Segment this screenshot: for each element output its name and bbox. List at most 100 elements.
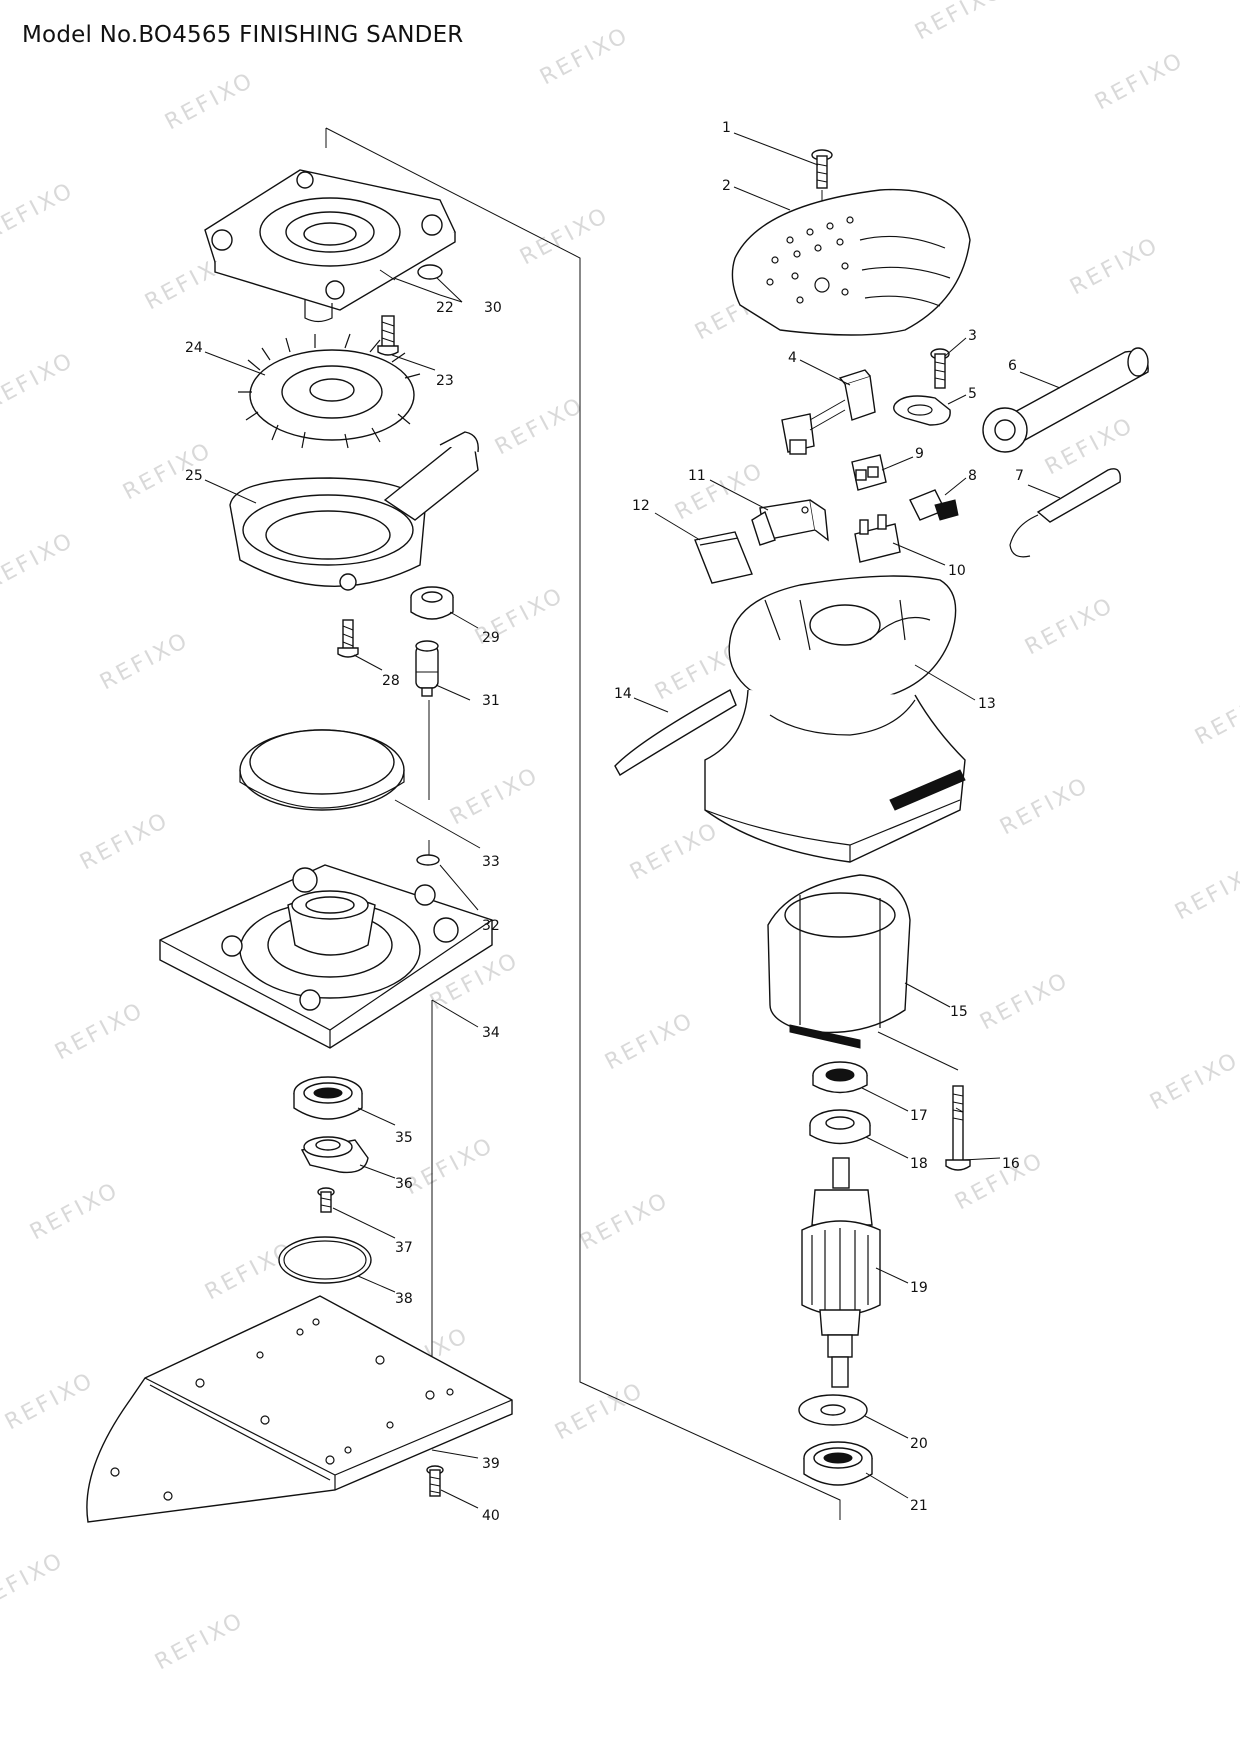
part-number: 38 xyxy=(395,1291,413,1307)
part-number: 9 xyxy=(915,446,924,462)
part-number: 6 xyxy=(1008,358,1017,374)
watermark: REFIXO xyxy=(51,998,149,1066)
part-40-screw xyxy=(426,1465,444,1497)
watermark: REFIXO xyxy=(1021,593,1119,661)
part-number: 32 xyxy=(482,918,500,934)
part-32-ring xyxy=(416,854,440,866)
part-number: 31 xyxy=(482,693,500,709)
page-title: Model No.BO4565 FINISHING SANDER xyxy=(22,22,464,48)
part-number: 22 xyxy=(436,300,454,316)
part-38-o-ring-inner xyxy=(283,1240,367,1280)
part-number: 13 xyxy=(978,696,996,712)
part-number: 8 xyxy=(968,468,977,484)
part-18-insulation-washer xyxy=(809,1109,871,1145)
watermark: REFIXO xyxy=(551,1378,649,1446)
part-number: 35 xyxy=(395,1130,413,1146)
watermark: REFIXO xyxy=(0,528,79,596)
part-9-brush-holder xyxy=(851,454,887,491)
assembly-frame-lines xyxy=(325,127,841,1520)
part-number: 40 xyxy=(482,1508,500,1524)
watermark: REFIXO xyxy=(1091,48,1189,116)
watermark: REFIXO xyxy=(976,968,1074,1036)
part-15-field xyxy=(767,874,911,1049)
part-number: 14 xyxy=(614,686,632,702)
part-number: 29 xyxy=(482,630,500,646)
part-11-switch xyxy=(751,499,829,546)
part-14-cord-guard xyxy=(614,689,737,776)
part-13-motor-housing xyxy=(704,575,966,863)
part-number: 16 xyxy=(1002,1156,1020,1172)
part-25-fan-housing xyxy=(229,431,479,591)
part-number: 37 xyxy=(395,1240,413,1256)
watermark: REFIXO xyxy=(576,1188,674,1256)
watermark: REFIXO xyxy=(626,818,724,886)
part-24-fan xyxy=(238,333,421,449)
watermark: REFIXO xyxy=(491,393,589,461)
watermark: REFIXO xyxy=(0,178,79,246)
part-number: 28 xyxy=(382,673,400,689)
part-30-o-ring xyxy=(417,264,443,280)
part-35-bearing xyxy=(293,1076,363,1120)
part-number: 2 xyxy=(722,178,731,194)
part-number: 36 xyxy=(395,1176,413,1192)
watermark: REFIXO xyxy=(911,0,1009,45)
watermark: REFIXO xyxy=(151,1608,249,1676)
watermark: REFIXO xyxy=(161,68,259,136)
part-37-screw xyxy=(317,1187,335,1213)
watermark: REFIXO xyxy=(0,1548,69,1616)
part-number: 34 xyxy=(482,1025,500,1041)
part-31-weight xyxy=(415,640,439,697)
watermark: REFIXO xyxy=(401,1133,499,1201)
part-3-screw xyxy=(930,348,950,389)
part-36-eccentric xyxy=(300,1136,369,1174)
part-8-carbon-brush xyxy=(909,489,959,521)
watermark: REFIXO xyxy=(996,773,1094,841)
part-28-screw xyxy=(337,619,359,658)
part-number: 33 xyxy=(482,854,500,870)
part-number: 19 xyxy=(910,1280,928,1296)
part-number: 12 xyxy=(632,498,650,514)
part-number: 1 xyxy=(722,120,731,136)
part-numbers: 1 2 3 4 5 6 7 8 9 10 11 12 13 14 15 16 1… xyxy=(185,120,1024,1524)
part-20-washer xyxy=(798,1394,868,1426)
watermark: REFIXO xyxy=(26,1178,124,1246)
part-22-bracket xyxy=(204,169,456,323)
part-38-o-ring xyxy=(278,1236,372,1284)
watermark: REFIXO xyxy=(671,458,769,526)
part-number: 7 xyxy=(1015,468,1024,484)
part-number: 15 xyxy=(950,1004,968,1020)
part-4-noise-suppressor xyxy=(781,369,876,455)
part-34-base-plate xyxy=(159,864,493,1049)
watermark: REFIXO xyxy=(1066,233,1164,301)
watermark: REFIXO xyxy=(0,348,79,416)
part-number: 23 xyxy=(436,373,454,389)
part-21-bearing xyxy=(803,1441,873,1486)
watermark: REFIXO xyxy=(1191,683,1240,751)
part-number: 39 xyxy=(482,1456,500,1472)
watermark: REFIXO xyxy=(76,808,174,876)
part-17-bearing xyxy=(812,1061,868,1094)
watermark: REFIXO xyxy=(536,23,634,91)
part-6-handle xyxy=(982,347,1149,453)
part-number: 20 xyxy=(910,1436,928,1452)
part-19-armature xyxy=(801,1157,881,1388)
part-number: 5 xyxy=(968,386,977,402)
part-number: 21 xyxy=(910,1498,928,1514)
part-number: 25 xyxy=(185,468,203,484)
part-12-switch-lever xyxy=(694,531,753,584)
part-number: 10 xyxy=(948,563,966,579)
part-29-bushing xyxy=(410,586,454,620)
part-number: 24 xyxy=(185,340,203,356)
part-10-terminal xyxy=(854,514,901,563)
part-number: 18 xyxy=(910,1156,928,1172)
part-2-top-cover xyxy=(731,188,971,336)
part-1-screw xyxy=(811,149,833,189)
watermark: REFIXO xyxy=(516,203,614,271)
part-number: 4 xyxy=(788,350,797,366)
part-16-screw xyxy=(945,1085,971,1171)
leader-lines xyxy=(204,132,1061,1509)
watermark: REFIXO xyxy=(1,1368,99,1436)
watermark: REFIXO xyxy=(96,628,194,696)
part-7-cord xyxy=(1009,468,1121,558)
